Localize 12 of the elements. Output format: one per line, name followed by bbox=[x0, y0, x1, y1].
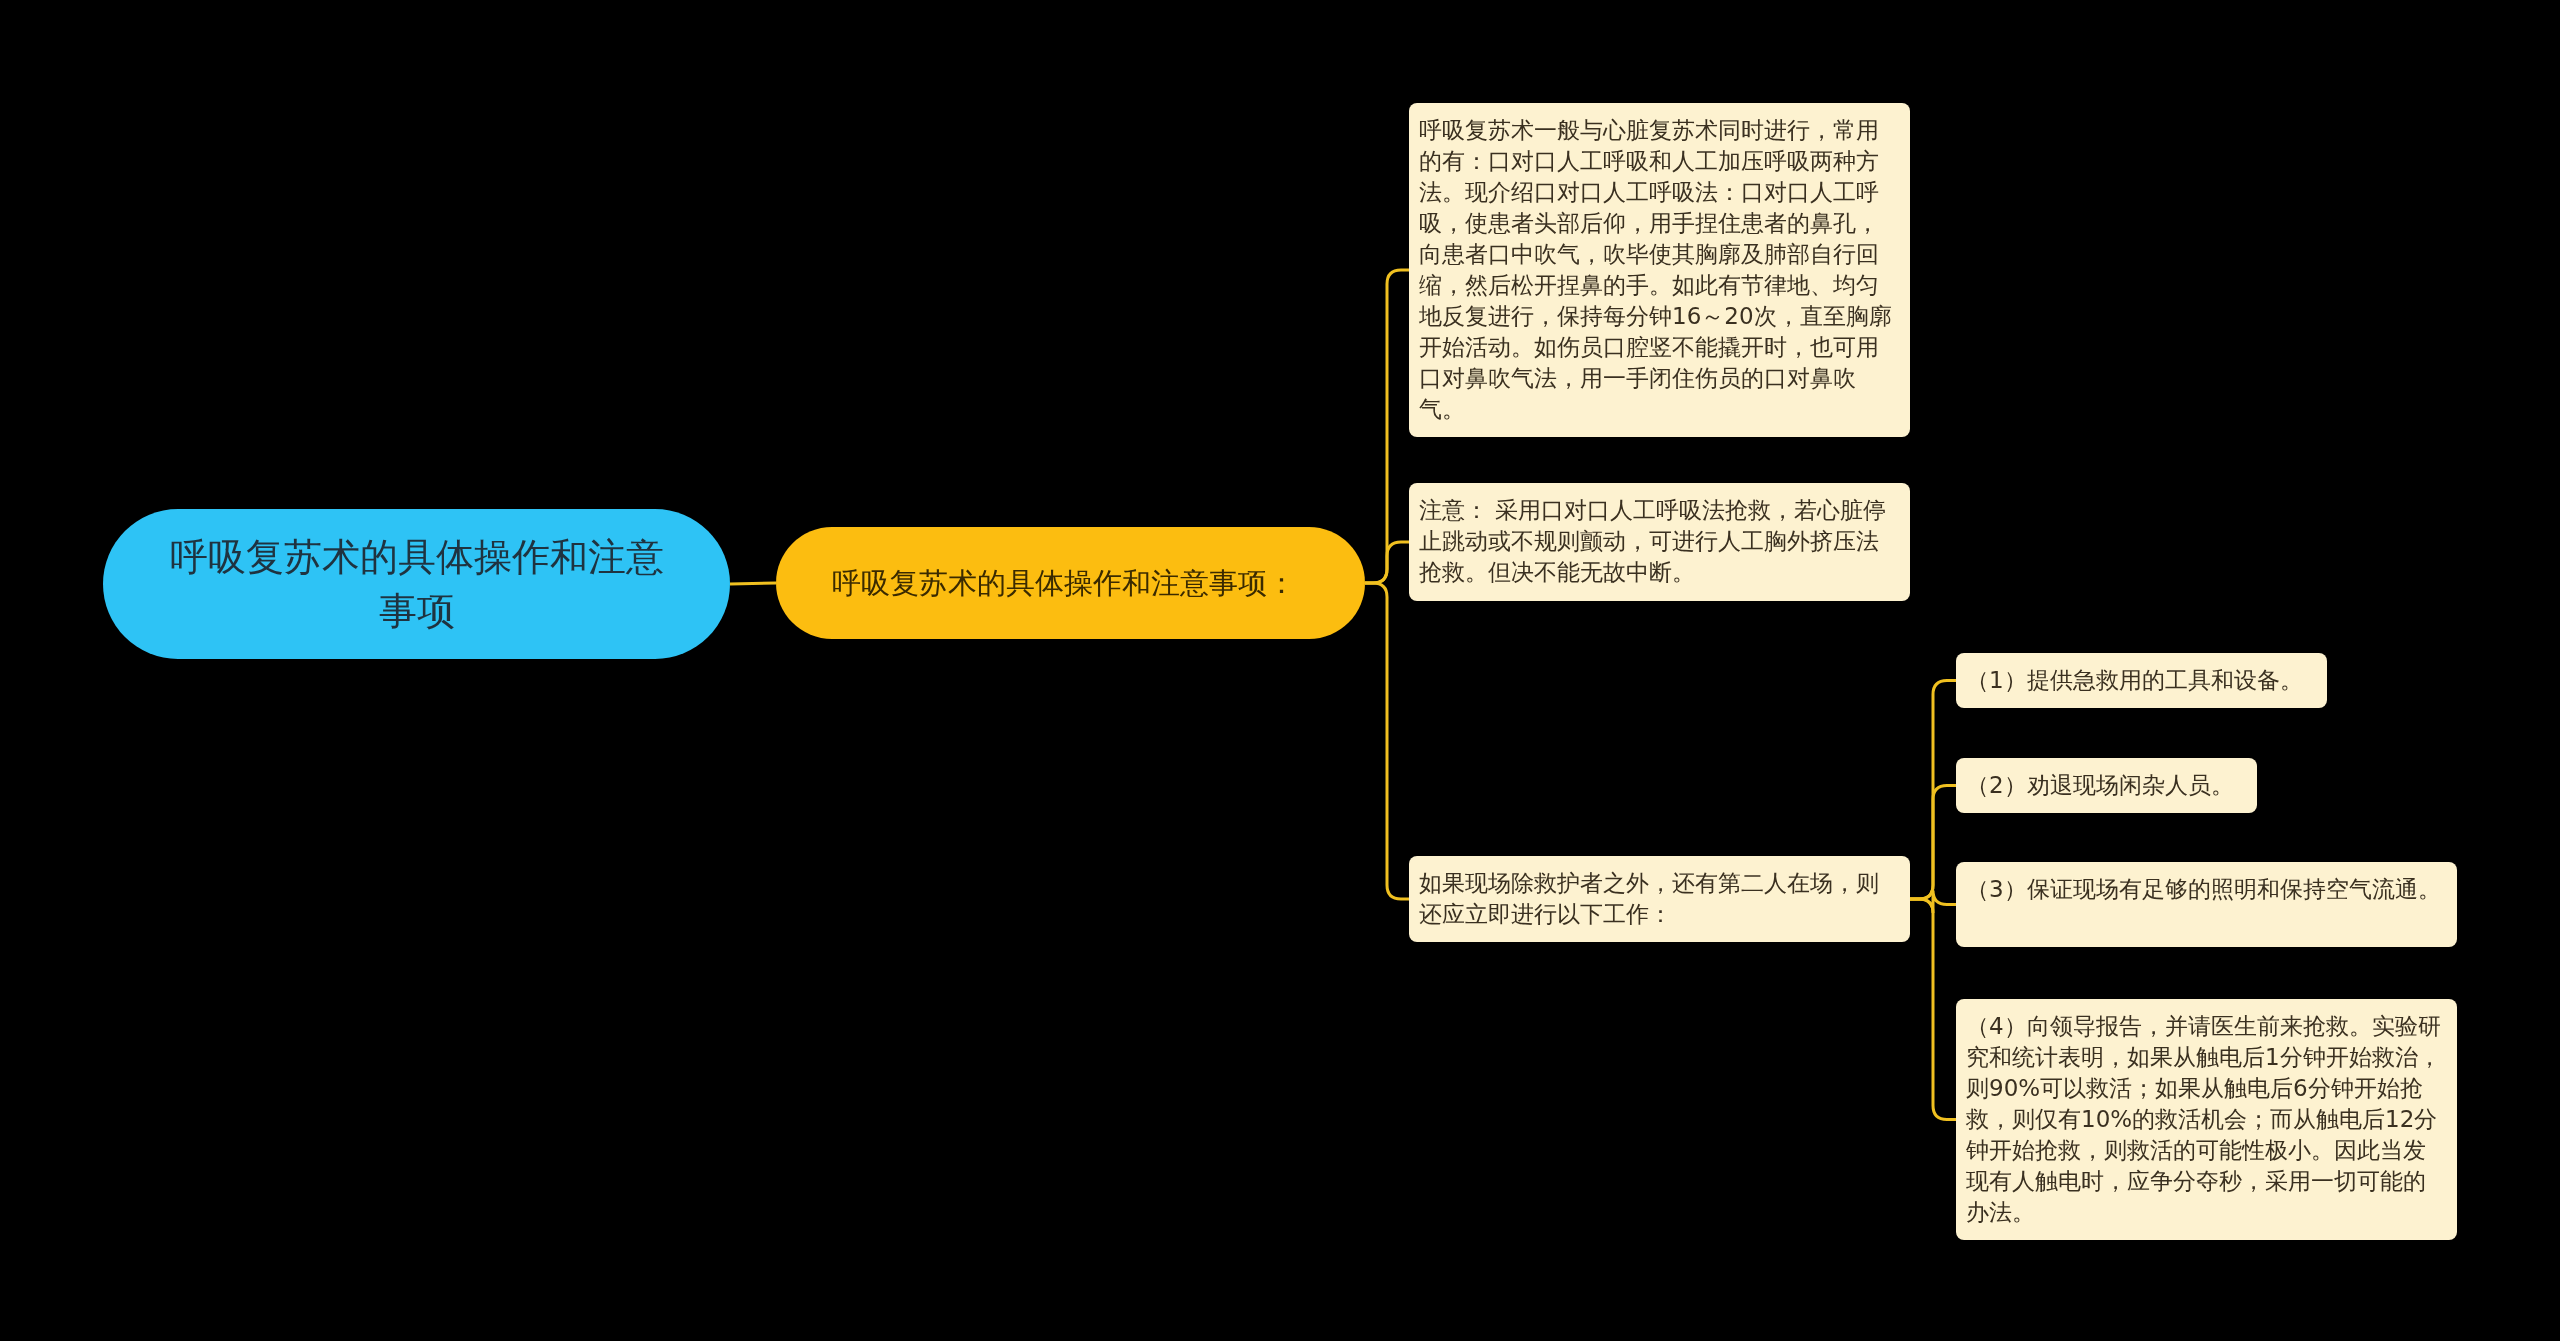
text-box: （4）向领导报告，并请医生前来抢救。实验研究和统计表明，如果从触电后1分钟开始救治，则90%可以救活；如果从触电后6分钟开始抢救，则仅有10%的救活机会；而从触电后12分钟开始抢救，则救活的可能性极小。因此当发现有人触电时，应争分夺秒，采用一切可能的办法。 bbox=[1956, 999, 2457, 1240]
connector bbox=[1910, 897, 1956, 1121]
text-box: （1）提供急救用的工具和设备。 bbox=[1956, 653, 2327, 708]
connector bbox=[729, 581, 777, 586]
text-box: （3）保证现场有足够的照明和保持空气流通。 bbox=[1956, 862, 2457, 947]
text-box: （2）劝退现场闲杂人员。 bbox=[1956, 758, 2257, 813]
topic-box: 呼吸复苏术的具体操作和注意事项： bbox=[776, 527, 1365, 639]
text-box: 如果现场除救护者之外，还有第二人在场，则还应立即进行以下工作： bbox=[1409, 856, 1910, 942]
connector bbox=[1365, 581, 1409, 901]
text-box: 注意： 采用口对口人工呼吸法抢救，若心脏停止跳动或不规则颤动，可进行人工胸外挤压法抢救。但决不能无故中断。 bbox=[1409, 483, 1910, 601]
root-topic: 呼吸复苏术的具体操作和注意事项 bbox=[103, 509, 730, 659]
text-box: 呼吸复苏术一般与心脏复苏术同时进行，常用的有：口对口人工呼吸和人工加压呼吸两种方法。现介绍口对口人工呼吸法：口对口人工呼吸，使患者头部后仰，用手捏住患者的鼻孔，向患者口中吹气，吹毕使其胸廓及肺部自行回缩，然后松开捏鼻的手。如此有节律地、均匀地反复进行，保持每分钟16～20次，直至胸廓开始活动。如伤员口腔竖不能撬开时，也可用口对鼻吹气法，用一手闭住伤员的口对鼻吹气。 bbox=[1409, 103, 1910, 437]
